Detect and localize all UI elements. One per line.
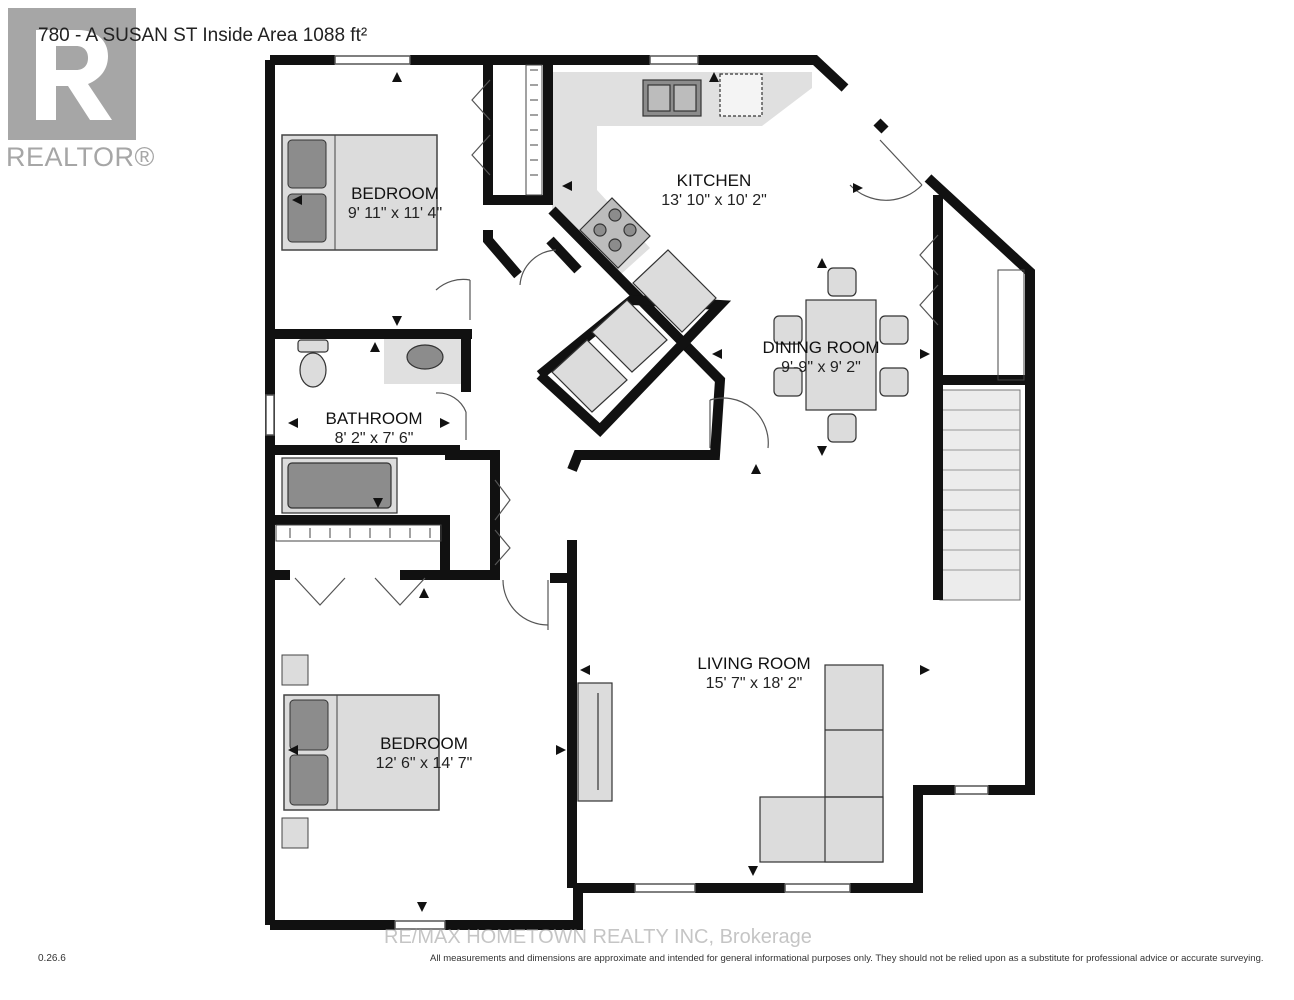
room-dimensions: 13' 10" x 10' 2" [661,192,767,209]
sofa [759,664,884,863]
bathroom-fixtures [281,339,444,514]
kitchen-fixtures [551,73,763,413]
room-label-dining-room: DINING ROOM 9'-9" x 9' 2" [762,338,879,378]
stairs [939,389,1021,601]
room-dimensions: 9' 11" x 11' 4" [347,205,443,222]
disclaimer-text: All measurements and dimensions are appr… [430,953,1264,964]
room-name: BEDROOM [351,184,439,203]
realtor-logo-text: REALTOR® [6,142,155,172]
room-name: BATHROOM [325,409,423,428]
windows [265,55,989,930]
room-name: DINING ROOM [762,338,880,357]
version-label: 0.26.6 [38,953,66,964]
tv-console [577,682,613,802]
room-dimensions: 12' 6" x 14' 7" [375,755,473,772]
room-label-bedroom-1: BEDROOM 9' 11" x 11' 4" [348,184,442,224]
dining-table [773,267,909,443]
walls [265,55,1035,930]
room-dimensions: 9'-9" x 9' 2" [781,359,861,376]
room-label-bedroom-2: BEDROOM 12' 6" x 14' 7" [376,734,473,774]
room-dimensions: 15' 7" x 18' 2" [705,675,803,692]
bed-1 [281,134,438,251]
closet-rods [275,64,1025,542]
room-label-kitchen: KITCHEN 13' 10" x 10' 2" [661,171,767,211]
direction-arrows [288,72,930,912]
room-name: KITCHEN [676,171,752,190]
room-name: BEDROOM [380,734,468,753]
realtor-logo [8,8,136,140]
door-swings [294,79,939,630]
page-title: 780 - A SUSAN ST Inside Area 1088 ft² [38,25,368,46]
room-dimensions: 8' 2" x 7' 6" [334,430,414,447]
room-label-bathroom: BATHROOM 8' 2" x 7' 6" [326,409,423,449]
room-name: LIVING ROOM [697,654,811,673]
bed-2 [281,654,440,849]
room-label-living-room: LIVING ROOM 15' 7" x 18' 2" [697,654,810,694]
brokerage-watermark: RE/MAX HOMETOWN REALTY INC, Brokerage [384,926,812,948]
